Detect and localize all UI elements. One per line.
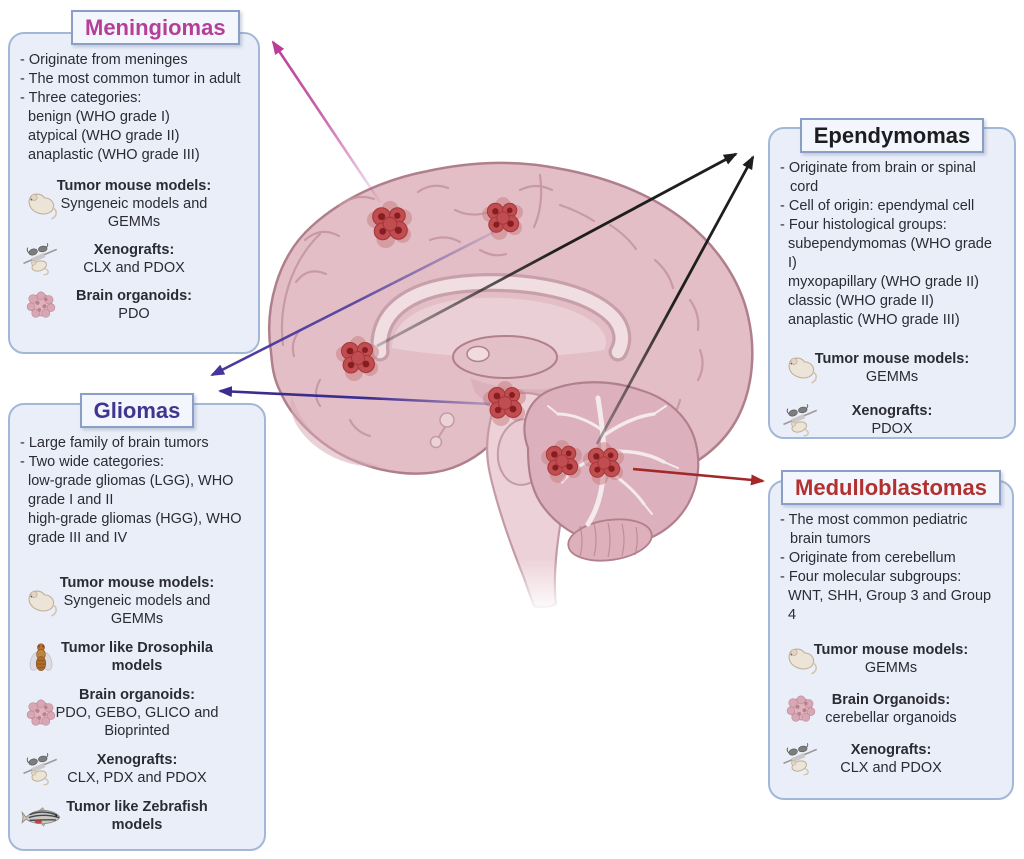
mouse-icon [780,641,822,677]
model-value: CLX and PDOX [840,760,942,777]
model-label: Xenografts: [850,742,932,759]
model-row: Tumor mouse models: Syngeneic models and… [20,574,254,628]
model-value: PDO, GEBO, GLICO and Bioprinted [55,705,219,740]
gyri-lines [280,173,704,438]
model-list: Tumor mouse models: GEMMs Brain Organoid… [780,641,1002,777]
medulloblastomas-title-box: Medulloblastomas [781,470,1001,506]
xenograft-icon [20,751,62,787]
model-value: Syngeneic models and GEMMs [63,593,211,628]
model-row: Tumor like Zebrafish models [20,798,254,834]
model-list: Tumor mouse models: GEMMs Xenografts: PD… [780,350,1004,438]
panel-title: Meningiomas [85,15,226,40]
gliomas-arrow-lower [218,386,491,406]
bullet-line: high-grade gliomas (HGG), WHO grade III … [28,511,242,547]
ependymomas-panel: Ependymomas - Originate from brain or sp… [768,118,1016,439]
model-label: Tumor like Zebrafish models [66,799,208,834]
model-label: Xenografts: [96,752,178,769]
zebrafish-icon [20,798,62,834]
bullet-line: - Four molecular subgroups: [780,569,962,586]
meningiomas-title-box: Meningiomas [71,10,240,46]
model-row: Tumor mouse models: Syngeneic models and… [20,177,248,231]
bullet-list: - Large family of brain tumors - Two wide… [20,434,254,548]
mouse-icon [20,186,62,222]
gliomas-arrow-upper [210,228,499,377]
model-list: Tumor mouse models: Syngeneic models and… [20,177,248,323]
gliomas-title-box: Gliomas [79,393,195,429]
bullet-line: myxopapillary (WHO grade II) [788,274,979,291]
model-value: cerebellar organoids [825,710,957,727]
mouse-icon [780,350,822,386]
model-row: Xenografts: CLX and PDOX [780,741,1002,777]
panel-title: Medulloblastomas [795,475,987,500]
model-label: Tumor mouse models: [59,575,215,592]
bullet-list: - The most common pediatric brain tumors… [780,511,1002,625]
model-row: Xenografts: PDOX [780,402,1004,438]
gliomas-panel: Gliomas - Large family of brain tumors- … [8,393,266,851]
model-row: Brain Organoids: cerebellar organoids [780,691,1002,727]
bullet-list: - Originate from meninges - The most comm… [20,51,248,165]
model-row: Brain organoids: PDO, GEBO, GLICO and Bi… [20,686,254,740]
model-label: Tumor mouse models: [813,642,969,659]
bullet-line: - Originate from cerebellum [780,550,956,567]
model-label: Brain organoids: [78,687,195,704]
model-label: Xenografts: [93,242,175,259]
bullet-line: classic (WHO grade II) [788,293,934,310]
model-label: Brain Organoids: [831,692,951,709]
organoid-icon [20,695,62,731]
model-label: Xenografts: [851,403,933,420]
bullet-line: - Originate from brain or spinal cord [780,160,976,196]
bullet-line: - Originate from meninges [20,52,188,69]
bullet-line: low-grade gliomas (LGG), WHO grade I and… [28,473,234,509]
bullet-line: anaplastic (WHO grade III) [28,147,200,164]
model-value: GEMMs [864,660,918,677]
bullet-line: - Two wide categories: [20,454,164,471]
model-row: Tumor like Drosophila models [20,639,254,675]
bullet-line: - Large family of brain tumors [20,435,209,452]
ependymomas-title-box: Ependymomas [799,118,985,154]
model-label: Tumor like Drosophila models [60,640,213,675]
model-value: GEMMs [865,369,919,386]
model-label: Tumor mouse models: [814,351,970,368]
organoid-icon [780,691,822,727]
bullet-line: - The most common pediatric brain tumors [780,512,968,548]
bullet-line: subependymomas (WHO grade I) [788,236,992,272]
panel-title: Ependymomas [813,123,971,148]
model-row: Brain organoids: PDO [20,287,248,323]
ependymomas-arrow-upper [376,152,738,348]
panel-title: Gliomas [93,398,181,423]
bullet-line: benign (WHO grade I) [28,109,170,126]
bullet-line: anaplastic (WHO grade III) [788,312,960,329]
fly-icon [20,639,62,675]
bullet-line: - Three categories: [20,90,142,107]
model-row: Tumor mouse models: GEMMs [780,350,1004,386]
bullet-line: - The most common tumor in adult [20,71,241,88]
xenograft-icon [780,741,822,777]
meningiomas-arrow [271,40,382,203]
organoid-icon [20,287,62,323]
mouse-icon [20,583,62,619]
bullet-line: - Cell of origin: ependymal cell [780,198,975,215]
medulloblastomas-arrow [632,467,765,486]
model-value: CLX and PDOX [83,260,185,277]
model-value: PDO [118,306,150,323]
model-row: Xenografts: CLX and PDOX [20,241,248,277]
ependymomas-arrow-lower [595,155,755,445]
meningiomas-panel: Meningiomas - Originate from meninges - T… [8,10,260,354]
bullet-line: - Four histological groups: [780,217,947,234]
xenograft-icon [20,241,62,277]
model-label: Tumor mouse models: [56,178,212,195]
model-row: Tumor mouse models: GEMMs [780,641,1002,677]
bullet-line: WNT, SHH, Group 3 and Group 4 [788,588,992,624]
model-label: Brain organoids: [75,288,192,305]
model-value: PDOX [871,421,913,438]
bullet-line: atypical (WHO grade II) [28,128,180,145]
model-value: CLX, PDX and PDOX [67,770,207,787]
model-value: Syngeneic models and GEMMs [60,196,208,231]
arrows [210,40,765,486]
xenograft-icon [780,402,822,438]
model-list: Tumor mouse models: Syngeneic models and… [20,574,254,834]
model-row: Xenografts: CLX, PDX and PDOX [20,751,254,787]
bullet-list: - Originate from brain or spinal cord - C… [780,159,1004,330]
medulloblastomas-panel: Medulloblastomas - The most common pedia… [768,470,1014,800]
